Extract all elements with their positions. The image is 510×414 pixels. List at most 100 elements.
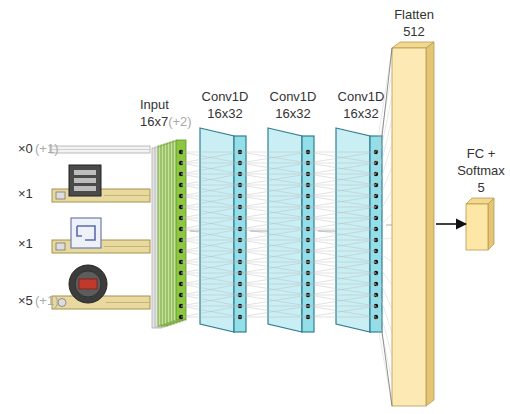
layer-block: Input 16x7(+2)	[150, 138, 190, 334]
weight-line	[181, 185, 240, 196]
weight-line	[308, 207, 376, 218]
weight-line	[181, 295, 240, 306]
weight-line	[240, 251, 308, 252]
sensor-detail	[75, 271, 101, 297]
weight-line	[181, 306, 240, 307]
weight-line	[240, 251, 308, 262]
layer-label: Conv1D 16x32	[202, 89, 249, 121]
weight-line	[376, 238, 392, 240]
weight-line	[376, 251, 392, 262]
layer-heading: Conv1D 16x32	[266, 88, 320, 122]
weight-line	[240, 284, 308, 295]
layer-connector	[386, 225, 392, 226]
weight-line	[376, 214, 392, 229]
weight-line	[308, 273, 376, 284]
sensor-chip	[69, 165, 101, 196]
weight-line	[308, 262, 376, 273]
empty-slot-line	[50, 146, 150, 153]
weight-line	[308, 163, 376, 174]
weight-line	[181, 306, 240, 317]
weight-line	[308, 306, 376, 317]
weight-line	[181, 273, 240, 274]
layer-side-face	[426, 42, 434, 406]
weight-line	[240, 273, 308, 284]
weight-line	[240, 196, 308, 197]
weight-line	[308, 163, 376, 164]
weight-line	[181, 273, 240, 284]
weight-line	[308, 306, 376, 317]
weight-line	[308, 152, 376, 163]
weight-line	[308, 207, 376, 218]
layer-label: (+2)	[168, 114, 191, 129]
weight-line	[240, 240, 308, 251]
weight-line	[240, 207, 308, 208]
layer-block: Conv1D 16x32	[268, 128, 318, 334]
board-trace	[106, 302, 150, 303]
weight-line	[181, 163, 240, 174]
weight-line	[240, 251, 308, 262]
weight-line	[181, 295, 240, 306]
weight-line	[240, 152, 308, 163]
weight-line	[181, 152, 240, 163]
weight-line	[181, 196, 240, 197]
gas-sensor	[69, 265, 107, 303]
weight-line	[181, 240, 240, 251]
weight-line	[240, 218, 308, 229]
weight-line	[181, 317, 240, 318]
board-trace	[104, 195, 150, 196]
weight-line	[181, 284, 240, 295]
weight-line	[308, 295, 376, 306]
weight-line	[308, 251, 376, 262]
weight-line	[376, 306, 392, 380]
weight-line	[308, 262, 376, 273]
weight-line	[240, 273, 308, 284]
weight-line	[308, 207, 376, 208]
weight-line	[240, 306, 308, 307]
weight-line	[308, 185, 376, 196]
weight-line	[240, 163, 308, 174]
count-label: ×1	[18, 236, 33, 252]
weight-line	[308, 240, 376, 241]
weight-line	[181, 218, 240, 229]
weight-line	[308, 284, 376, 295]
weight-line	[240, 306, 308, 317]
weight-line	[240, 185, 308, 196]
count-label: ×5	[18, 293, 33, 309]
weight-line	[240, 295, 308, 296]
sensor-chip	[71, 218, 101, 248]
layer-label: Conv1D 16x32	[338, 89, 385, 121]
layer-shape	[392, 42, 436, 408]
layer-block: FC + Softmax 5	[466, 198, 496, 250]
weight-line	[181, 207, 240, 218]
weight-line	[240, 240, 308, 241]
weight-line	[308, 284, 376, 295]
layer-heading: Conv1D 16x32	[198, 88, 252, 122]
layer-front-face	[234, 136, 246, 332]
weight-line	[181, 174, 240, 185]
weight-line	[308, 273, 376, 274]
layer-front-face	[302, 136, 314, 332]
weight-line	[181, 262, 240, 273]
weight-line	[181, 152, 240, 153]
weight-line	[308, 273, 376, 284]
weight-line	[181, 207, 240, 218]
weight-line	[181, 152, 240, 163]
weight-line	[181, 251, 240, 262]
weight-line	[240, 229, 308, 240]
weight-line	[240, 152, 308, 153]
layer-heading: Flatten 512	[386, 6, 442, 40]
weight-line	[240, 273, 308, 274]
weight-line	[308, 218, 376, 229]
weight-line	[308, 295, 376, 306]
board-trace	[104, 246, 150, 247]
count-label: ×0	[18, 141, 33, 157]
layer-side-face	[336, 128, 370, 332]
weight-line	[308, 163, 376, 174]
input-channel	[176, 140, 186, 320]
weight-line	[308, 240, 376, 251]
weight-line	[240, 152, 308, 163]
layer-connector	[318, 231, 336, 232]
board-connector	[56, 192, 65, 199]
